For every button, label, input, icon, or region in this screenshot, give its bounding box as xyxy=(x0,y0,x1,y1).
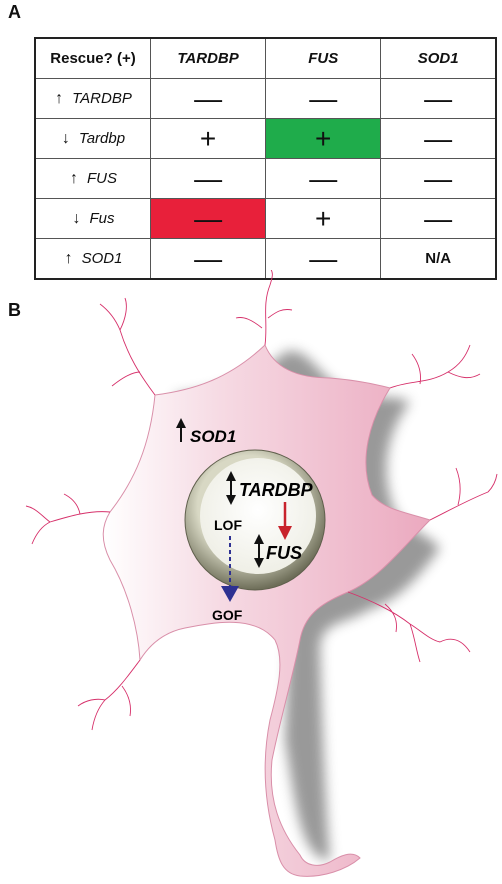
rescue-table: Rescue? (+) TARDBP FUS SOD1 ↑ TARDBP — — … xyxy=(34,37,497,280)
row-gene-label: Tardbp xyxy=(78,129,126,147)
sod1-label: SOD1 xyxy=(190,427,236,446)
dendrites xyxy=(25,270,498,731)
gof-label: GOF xyxy=(212,607,243,623)
neuron-diagram: SOD1 TARDBP FUS LOF GOF xyxy=(25,270,498,877)
table-cell: + xyxy=(265,198,382,239)
row-header-tardbp-down: ↓ Tardbp xyxy=(34,118,151,159)
table-cell: — xyxy=(149,78,267,119)
row-header-tardbp-up: ↑ TARDBP xyxy=(34,78,151,119)
row-header-sod1-up: ↑ SOD1 xyxy=(34,238,151,280)
panel-label-a: A xyxy=(8,2,21,22)
corner-header: Rescue? (+) xyxy=(34,37,151,79)
red-regulation-arrow xyxy=(278,502,292,540)
fus-label: FUS xyxy=(266,543,302,563)
lof-label: LOF xyxy=(214,517,242,533)
up-arrow-icon: ↑ xyxy=(55,89,64,107)
table-cell: + xyxy=(149,118,267,159)
column-header-sod1: SOD1 xyxy=(380,37,497,79)
tardbp-marker: TARDBP xyxy=(226,471,314,505)
table-row: ↑ TARDBP — — — xyxy=(34,78,497,119)
down-arrow-icon xyxy=(221,586,239,602)
table-header-row: Rescue? (+) TARDBP FUS SOD1 xyxy=(34,37,497,79)
table-cell-highlight-green: + xyxy=(265,118,382,159)
down-arrow-icon xyxy=(254,558,264,568)
row-header-fus-up: ↑ FUS xyxy=(34,158,151,199)
up-arrow-icon: ↑ xyxy=(64,249,73,267)
up-arrow-icon xyxy=(254,534,264,544)
table-cell: — xyxy=(149,158,267,199)
table-cell: — xyxy=(265,78,382,119)
sod1-marker: SOD1 xyxy=(176,418,236,446)
row-gene-label: TARDBP xyxy=(72,89,132,107)
table-row: ↑ SOD1 — — N/A xyxy=(34,238,497,280)
row-header-fus-down: ↓ Fus xyxy=(34,198,151,239)
table-row: ↑ FUS — — — xyxy=(34,158,497,199)
down-arrow-icon xyxy=(226,495,236,505)
panel-label-b: B xyxy=(8,300,21,320)
table-cell: — xyxy=(380,158,497,199)
neuron-cell-body xyxy=(102,344,431,877)
fus-marker: FUS xyxy=(254,534,302,568)
row-gene-label: FUS xyxy=(87,169,117,187)
table-cell-na: N/A xyxy=(380,238,497,280)
up-arrow-icon xyxy=(176,418,186,428)
row-gene-label: SOD1 xyxy=(81,249,123,267)
tardbp-label: TARDBP xyxy=(239,480,314,500)
table-cell: — xyxy=(265,238,382,280)
table-cell: — xyxy=(149,238,267,280)
table-cell: — xyxy=(380,198,497,239)
row-gene-label: Fus xyxy=(89,209,115,227)
up-arrow-icon: ↑ xyxy=(70,169,78,187)
column-header-fus: FUS xyxy=(265,37,382,79)
table-cell: — xyxy=(380,118,497,159)
table-row: ↓ Tardbp + + — xyxy=(34,118,497,159)
table-cell: — xyxy=(380,78,497,119)
up-arrow-icon xyxy=(226,471,236,481)
column-header-tardbp: TARDBP xyxy=(149,37,267,79)
table-row: ↓ Fus — + — xyxy=(34,198,497,239)
table-cell: — xyxy=(265,158,382,199)
down-arrow-icon: ↓ xyxy=(61,129,70,147)
down-arrow-icon: ↓ xyxy=(72,209,81,227)
table-cell-highlight-red: — xyxy=(149,198,267,239)
